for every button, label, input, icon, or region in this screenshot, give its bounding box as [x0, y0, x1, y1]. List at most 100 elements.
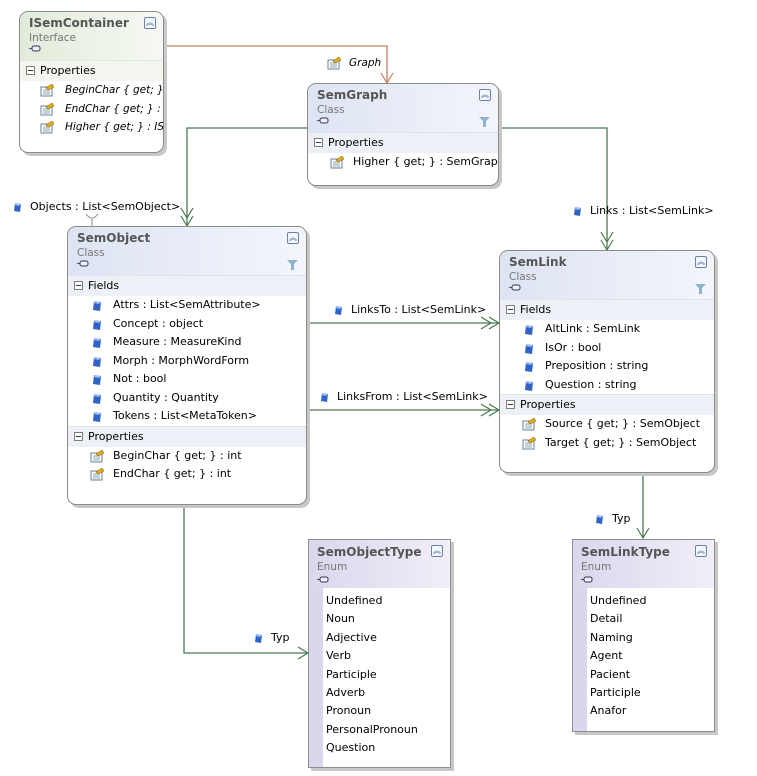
member-row[interactable]: IsOr : bool: [500, 339, 714, 358]
member-row[interactable]: EndChar { get; } : int: [20, 100, 163, 119]
type-box-semlinktype[interactable]: SemLinkType Enum ︽ Undefined Detail Nami…: [572, 539, 715, 732]
enum-value[interactable]: Noun: [326, 612, 355, 626]
arrowhead-graph: [380, 72, 394, 85]
association-label-objects[interactable]: Objects : List<SemObject>: [13, 200, 180, 214]
minus-box-icon[interactable]: [74, 431, 83, 441]
type-box-semobject[interactable]: SemObject Class ︽ Fields Attrs : List<Se…: [67, 226, 307, 505]
association-text: LinksFrom : List<SemLink>: [337, 390, 488, 403]
member-row[interactable]: AltLink : SemLink: [500, 320, 714, 339]
interface-lollipop-icon: [317, 576, 329, 583]
member-text: Question : string: [545, 377, 637, 391]
double-chevron-up-icon[interactable]: ︽: [695, 545, 707, 557]
enum-value[interactable]: Naming: [590, 630, 633, 644]
field-icon: [93, 393, 101, 404]
minus-box-icon[interactable]: [506, 400, 515, 409]
member-row[interactable]: Not : bool: [68, 370, 306, 389]
enum-value[interactable]: Adverb: [326, 685, 366, 699]
filter-icon[interactable]: [695, 284, 706, 294]
enum-value[interactable]: Undefined: [590, 594, 647, 607]
enum-value[interactable]: Agent: [590, 649, 623, 663]
enum-value[interactable]: Anafor: [590, 704, 627, 718]
section-properties[interactable]: Properties: [500, 394, 714, 415]
member-text: Concept : object: [113, 316, 204, 330]
minus-box-icon[interactable]: [506, 305, 515, 314]
type-kind: Class: [317, 104, 345, 116]
type-box-semobjecttype[interactable]: SemObjectType Enum ︽ Undefined Noun Adje…: [308, 539, 451, 768]
enum-value[interactable]: Detail: [590, 612, 623, 626]
field-icon: [574, 206, 581, 216]
enum-value[interactable]: Verb: [326, 649, 351, 663]
field-icon: [93, 338, 101, 348]
member-text: Preposition : string: [545, 359, 649, 372]
member-row[interactable]: Tokens : List<MetaToken>: [68, 407, 306, 426]
double-chevron-up-icon[interactable]: ︽: [479, 89, 491, 101]
member-row[interactable]: BeginChar { get; }...: [20, 81, 163, 100]
type-header: SemObject Class ︽: [68, 227, 306, 275]
filter-icon[interactable]: [287, 260, 298, 270]
enum-value[interactable]: Undefined: [326, 594, 383, 607]
section-properties[interactable]: Properties: [308, 132, 498, 153]
member-row[interactable]: Higher { get; } : ISe...: [20, 118, 163, 137]
enum-value[interactable]: Participle: [326, 667, 377, 681]
association-label-links[interactable]: Links : List<SemLink>: [573, 204, 714, 218]
member-text: Morph : MorphWordForm: [113, 353, 250, 367]
enum-value[interactable]: Pacient: [590, 667, 631, 681]
type-name: SemLink: [509, 255, 567, 269]
section-fields[interactable]: Fields: [500, 299, 714, 320]
member-text: EndChar { get; } : int: [113, 467, 232, 480]
enum-value[interactable]: Pronoun: [326, 704, 372, 718]
section-properties[interactable]: Properties: [20, 60, 163, 81]
enum-values: Undefined Detail Naming Agent Pacient Pa…: [590, 592, 646, 721]
minus-box-icon[interactable]: [26, 66, 35, 75]
interface-lollipop-icon: [581, 576, 593, 583]
member-row[interactable]: Measure : MeasureKind: [68, 333, 306, 352]
member-row[interactable]: Target { get; } : SemObject: [500, 434, 714, 453]
interface-lollipop-icon: [29, 45, 41, 52]
member-row[interactable]: Attrs : List<SemAttribute>: [68, 296, 306, 315]
double-chevron-up-icon[interactable]: ︽: [695, 256, 707, 268]
connector-objects[interactable]: [186, 127, 307, 226]
double-chevron-up-icon[interactable]: ︽: [431, 545, 443, 557]
type-kind: Class: [509, 271, 537, 283]
member-row[interactable]: Preposition : string: [500, 357, 714, 376]
association-label-links-from[interactable]: LinksFrom : List<SemLink>: [320, 390, 488, 404]
association-text: Graph: [349, 57, 382, 69]
member-row[interactable]: BeginChar { get; } : int: [68, 447, 306, 466]
member-row[interactable]: Quantity : Quantity: [68, 389, 306, 408]
filter-icon[interactable]: [479, 117, 490, 127]
type-box-semgraph[interactable]: SemGraph Class ︽ Properties Higher { get…: [307, 83, 499, 186]
type-box-semlink[interactable]: SemLink Class ︽ Fields AltLink : SemLink…: [499, 250, 715, 473]
enum-value[interactable]: Question: [326, 741, 376, 755]
type-header: SemGraph Class ︽: [308, 84, 498, 132]
association-label-links-to[interactable]: LinksTo : List<SemLink>: [334, 303, 486, 317]
section-label: Fields: [88, 279, 120, 292]
member-row[interactable]: Question : string: [500, 376, 714, 395]
minus-box-icon[interactable]: [314, 138, 323, 147]
double-chevron-up-icon[interactable]: ︽: [287, 232, 299, 244]
enum-value[interactable]: PersonalPronoun: [326, 722, 418, 736]
association-text: Typ: [612, 512, 631, 525]
field-icon: [525, 362, 533, 372]
interface-lollipop-icon: [317, 117, 329, 124]
association-label-link-typ[interactable]: Typ: [595, 512, 631, 526]
section-fields[interactable]: Fields: [68, 275, 306, 296]
field-icon: [525, 343, 533, 354]
member-row[interactable]: Morph : MorphWordForm: [68, 352, 306, 371]
enum-value[interactable]: Participle: [590, 685, 641, 699]
association-label-object-typ[interactable]: Typ: [254, 631, 290, 645]
member-row[interactable]: Concept : object: [68, 315, 306, 334]
member-row[interactable]: Source { get; } : SemObject: [500, 415, 714, 434]
member-row[interactable]: EndChar { get; } : int: [68, 465, 306, 484]
member-text: Measure : MeasureKind: [113, 335, 242, 348]
connector-objects-origin: [85, 213, 99, 219]
connector-links[interactable]: [499, 127, 608, 250]
association-label-graph[interactable]: Graph: [327, 56, 381, 70]
minus-box-icon[interactable]: [74, 281, 83, 290]
type-box-isemcontainer[interactable]: ISemContainer Interface ︽ Properties Beg…: [19, 11, 164, 153]
property-icon: [90, 449, 104, 462]
member-row[interactable]: Higher { get; } : SemGraph: [308, 153, 498, 172]
double-chevron-up-icon[interactable]: ︽: [144, 17, 156, 29]
field-icon: [14, 202, 21, 212]
enum-value[interactable]: Adjective: [326, 630, 377, 644]
section-properties[interactable]: Properties: [68, 425, 306, 447]
